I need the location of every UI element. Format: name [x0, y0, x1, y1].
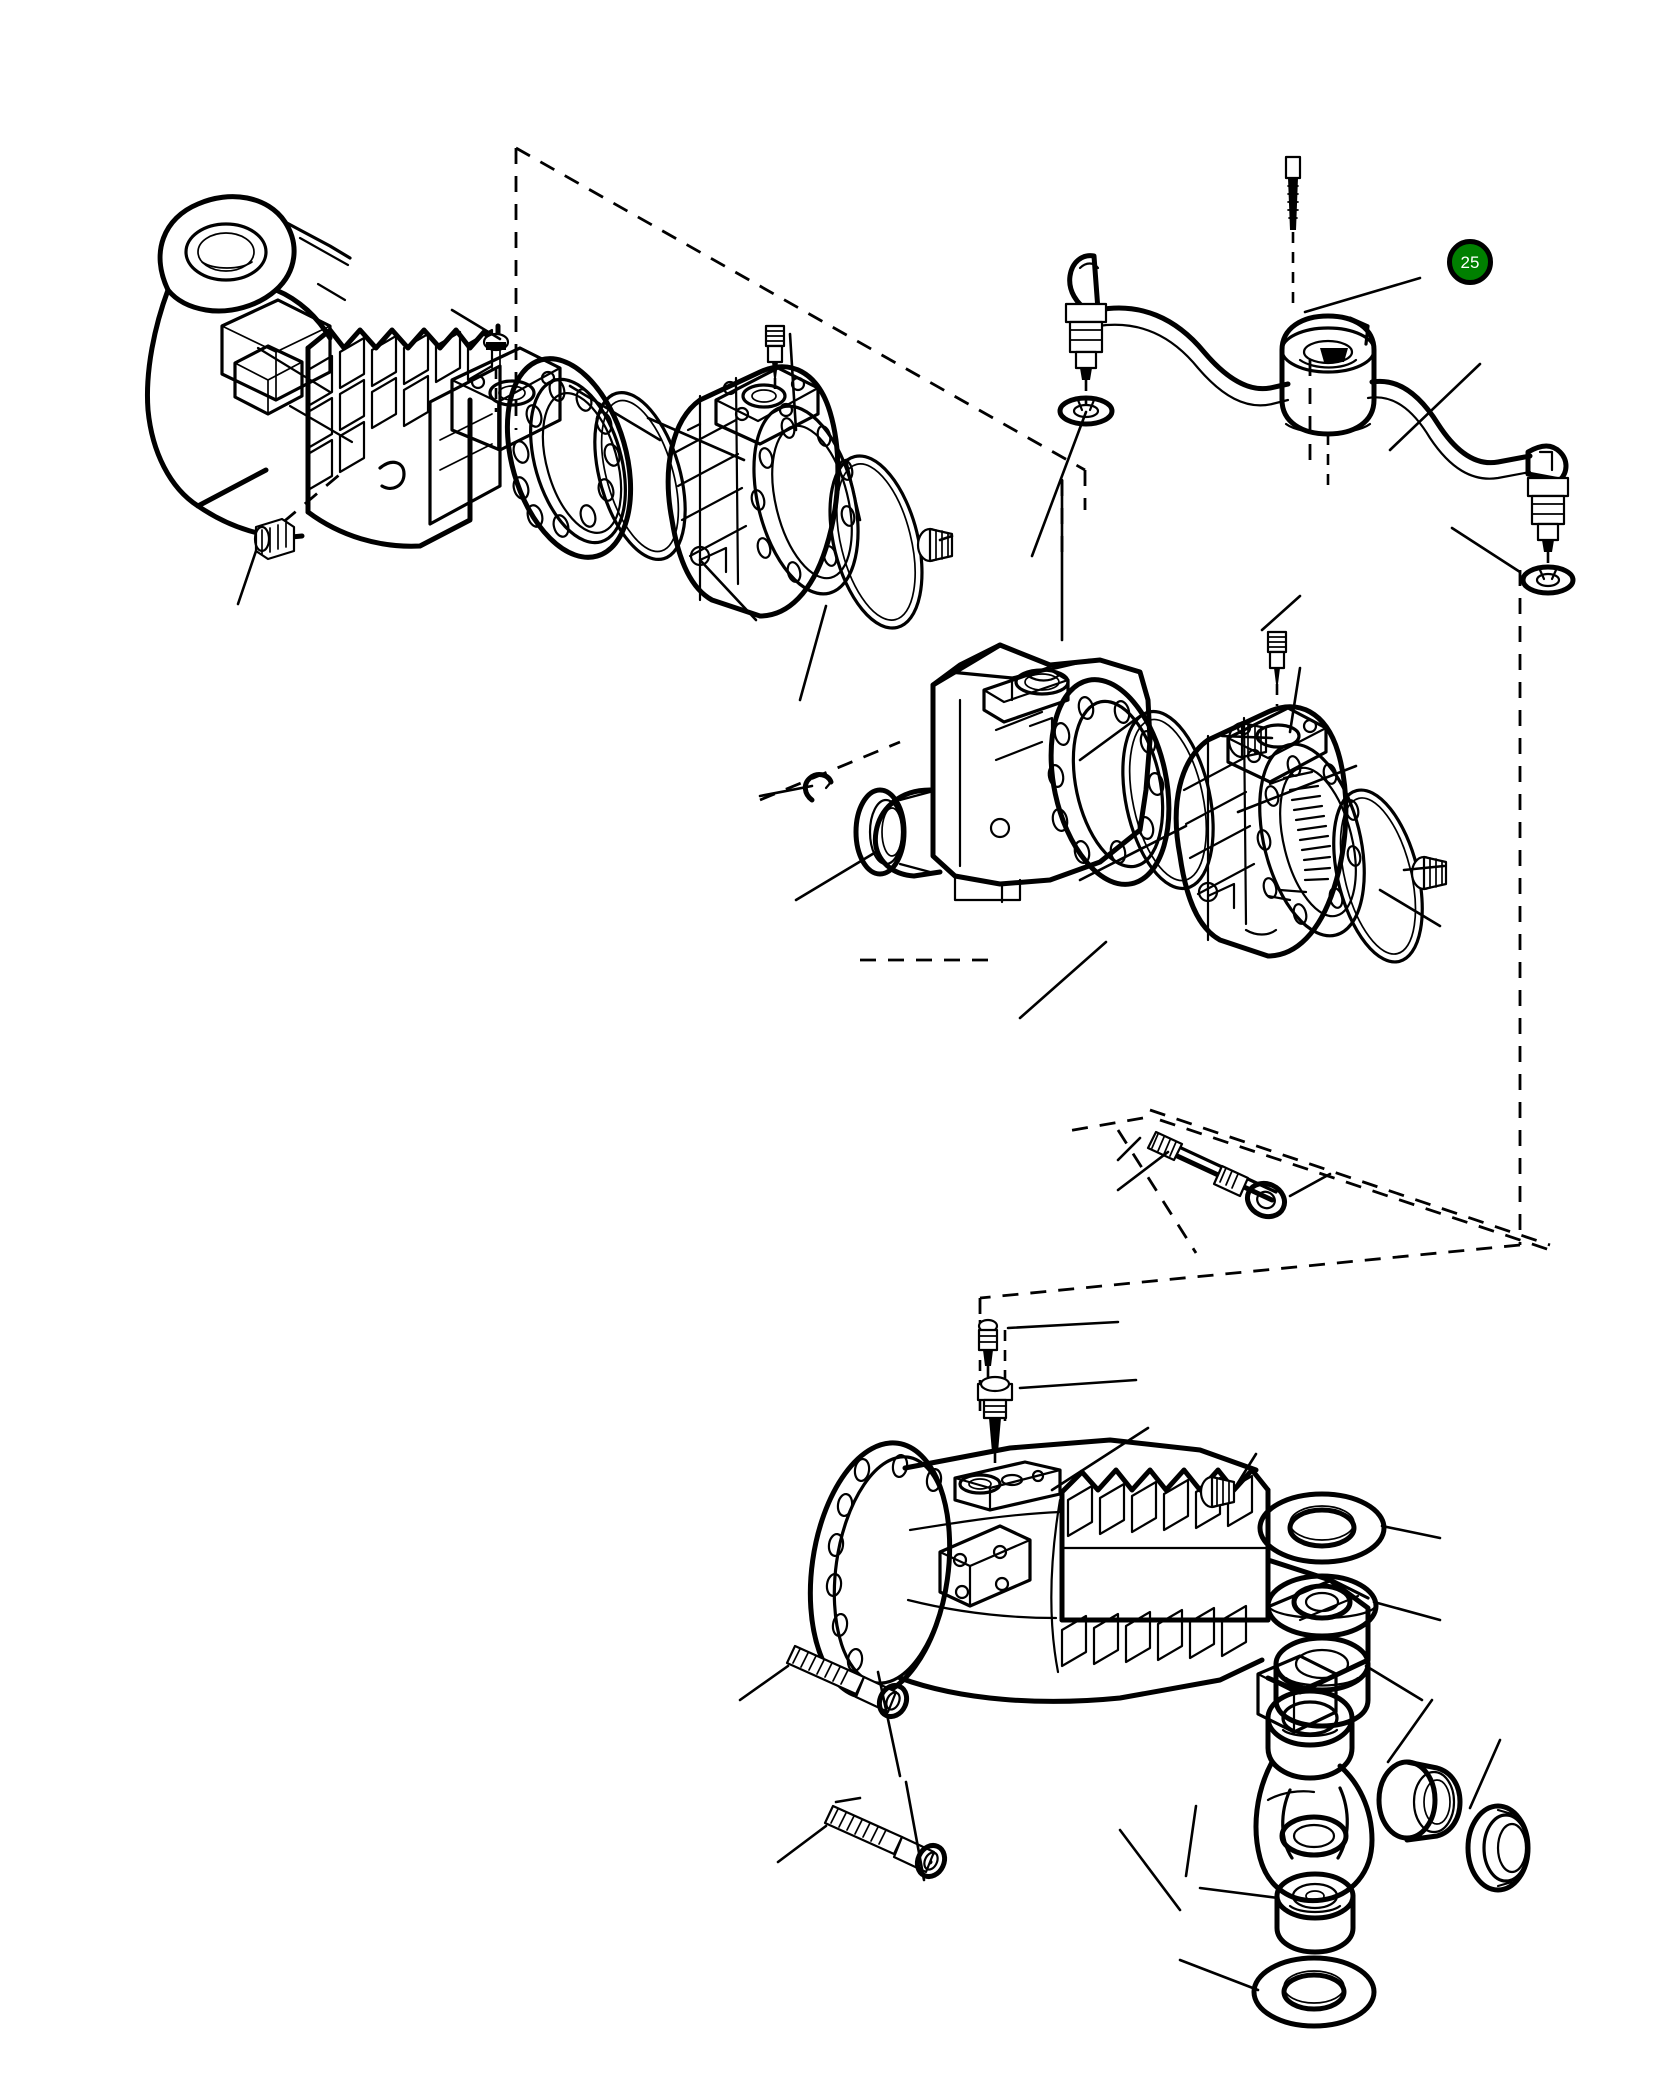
threaded-plug-right: [1410, 855, 1448, 891]
sealing-washer-right: [1520, 564, 1576, 596]
sealing-washer-left: [1057, 395, 1115, 427]
drain-plug-left: [253, 517, 296, 561]
breather-plug-upper: [482, 332, 510, 412]
threaded-plug-lower: [1199, 1475, 1236, 1509]
seal-ring-yoke: [1465, 1803, 1531, 1893]
thrust-washer-stepped: [1265, 1573, 1379, 1639]
king-pin-stud: [1146, 1130, 1278, 1203]
callout-badge-25[interactable]: 25: [1447, 239, 1493, 285]
grease-fitting-left: [764, 324, 786, 398]
lower-bushing: [1274, 1871, 1356, 1955]
grease-fitting-right: [1266, 630, 1288, 706]
ring-gear-splines: [1266, 770, 1332, 902]
leader-lines: [236, 276, 1522, 1992]
lower-washer: [1251, 1955, 1377, 2029]
axle-housing-left: [145, 194, 562, 549]
bearing-flange-left: [504, 356, 634, 560]
grease-fitting-lower-b: [976, 1375, 1014, 1470]
grease-fitting-lower-a: [977, 1318, 999, 1424]
cap-screw-upper: [785, 1644, 910, 1720]
assembly-axis-lines: [261, 146, 1551, 1430]
o-ring-large-left: [593, 390, 687, 562]
threaded-plug-left: [916, 527, 954, 563]
cap-screw-lower: [823, 1804, 948, 1880]
stud-nut: [1245, 1180, 1287, 1220]
callout-badge-number: 25: [1460, 252, 1480, 272]
snap-ring-small: [802, 772, 834, 803]
hydraulic-line-assembly: [1057, 155, 1576, 596]
retaining-bolt-tee: [1284, 155, 1302, 304]
differential-case: [853, 642, 1172, 904]
o-ring-hub-left: [828, 454, 924, 630]
spacer-bushing: [1273, 1635, 1371, 1729]
thrust-washer-flat: [1257, 1491, 1387, 1565]
king-pin-bushing: [1376, 1759, 1463, 1843]
